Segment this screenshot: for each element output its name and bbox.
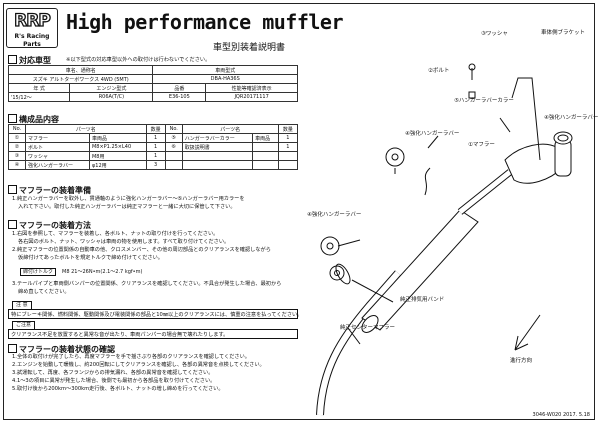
parts-header-cell: パーツ名 [181,124,279,134]
vehicle-header-cell: 品番 [152,83,207,93]
caution-box: 特にブレーキ関係、燃料関係、駆動関係及び電装関係の部品と10㎜以上のクリアランス… [8,309,302,319]
label-washer: ③ワッシャ [481,31,508,37]
section-vehicle-heading: 対応車型 [8,55,51,66]
label-collar: ⑤ハンガーラバーカラー [454,98,514,104]
label-hanger-mid: ④強化ハンガーラバー [405,131,460,137]
section-parts-heading: 構成品内容 [8,114,59,125]
label-hanger-low: ④強化ハンガーラバー [307,212,362,218]
install-line: 2.純正マフラーの位置関係の自動車の他、クロスメンバー、その他の周辺部品とのクリ… [12,247,271,253]
muffler-diagram [316,63,573,416]
caution-text: クリアランス不足を放置すると異常な音が出たり、車両パンパーの場合無で壊れたりしま… [11,332,229,338]
vehicle-name-cell: スズキ アルトターボワークス 4WD (5MT) [7,74,154,84]
prep-line: 1.純正ハンガーラバーを取外し、貫通軸のように強化ハンガーラバー〜⑤ハンガーラバ… [12,196,245,202]
vehicle-header-cell: 性能等確認済表示 [205,83,298,93]
vehicle-engine-cell: R06A(T/C) [69,92,154,102]
vehicle-header-cell: 車両型式 [152,65,298,75]
section-install-heading: マフラーの装着方法 [8,220,91,231]
square-bullet-icon [8,185,17,194]
label-bracket: 車体側ブラケット [541,30,586,36]
confirm-line: 5.取付け後から200km〜300km走行後、各ボルト、ナットの増し締めを行って… [12,386,224,392]
footer-doc-code: 3046-W020 2017. 5.18 [532,412,590,418]
label-band: 純正排気用バンド [400,297,445,303]
page-subtitle: 車型別装着説明書 [213,43,286,53]
vehicle-table: 車名、通称名車両型式 スズキ アルトターボワークス 4WD (5MT)DBA-H… [7,65,298,102]
section-confirm-heading: マフラーの装着状態の確認 [8,344,115,355]
parts-header-cell: No. [164,124,183,134]
confirm-line: 3.試運転して、再度、各フランジからの排気漏れ、各部の異常音を確認してください。 [12,370,214,376]
torque-value: M8 21〜26N•m(2.1〜2.7 kgf•m) [62,269,143,275]
label-muffler: ①マフラー [468,142,495,148]
vehicle-header-cell: 車名、通称名 [7,65,154,75]
vehicle-part-number-cell: E36-105 [152,92,207,102]
vehicle-header-cell: エンジン型式 [69,83,154,93]
vehicle-header-cell: 年 式 [7,83,71,93]
torque-label: 締付けトルク [20,268,57,276]
confirm-line: 1.全体の取付けが完了したら、再度マフラーを手で揺さぶり各部のクリアランスを確認… [12,354,250,360]
install-line: 締め直してください。 [18,289,70,295]
confirm-line: 2.エンジンを始動して暖機し、約200回転にしてクリアランスを確認し、各部の異常… [12,362,265,368]
caution-box: クリアランス不足を放置すると異常な音が出たり、車両パンパーの場合無で壊れたりしま… [8,329,298,339]
caution-text: 特にブレーキ関係、燃料関係、駆動関係及び電装関係の部品と10㎜以上のクリアランス… [11,312,303,318]
label-center-muffler: 純正センターマフラー [340,325,396,331]
vehicle-note: ※以下型式の対応車型以外への取付けは行わないでください。 [66,57,211,63]
prep-line: 入れて下さい。取付した純正ハンガーラバーは純正マフラーと一緒に大切に保管して下さ… [18,204,236,210]
page-frame [3,3,595,420]
parts-header-cell: 数量 [277,124,299,134]
torque-spec: 締付けトルク M8 21〜26N•m(2.1〜2.7 kgf•m) [20,268,143,276]
logo-mark: RRP [14,10,52,31]
install-line: 各右図のボルト、ナット、ワッシャは車両の物を使用します。すべて取り付けてください… [18,239,230,245]
install-line: 1.右図を参照して、マフラーを装着し、各ボルト、ナットの取り付けを行ってください… [12,231,219,237]
confirm-line: 4.1〜3の項目に異常が発生した場合、後側でも最初から各部品を取り付けてください… [12,378,216,384]
square-bullet-icon [8,344,17,353]
vehicle-year-cell: '15/12〜 [7,92,71,102]
square-bullet-icon [8,114,17,123]
vehicle-cert-cell: JQR20171117 [205,92,298,102]
parts-header-cell: No. [7,124,27,134]
install-line: 3.テールパイプと車両側バンパーの位置関係、クリアランスを確認してください。不具… [12,281,282,287]
label-hanger-top: ④強化ハンガーラバー [544,115,599,121]
square-bullet-icon [8,55,17,64]
vehicle-model-cell: DBA-HA36S [152,74,298,84]
section-prep-heading: マフラーの装着準備 [8,185,91,196]
logo-subtext: R's Racing Parts [14,33,50,48]
install-line: 仮締付けてあったボルトを規定トルクで締め付けてください。 [18,255,163,261]
page-title: High performance muffler [66,10,343,34]
square-bullet-icon [8,220,17,229]
label-direction: 進行方向 [510,358,533,364]
label-bolt: ②ボルト [428,68,450,74]
parts-header-cell: パーツ名 [25,124,147,134]
brand-logo: RRP R's Racing Parts [6,8,58,48]
parts-header-cell: 数量 [145,124,166,134]
